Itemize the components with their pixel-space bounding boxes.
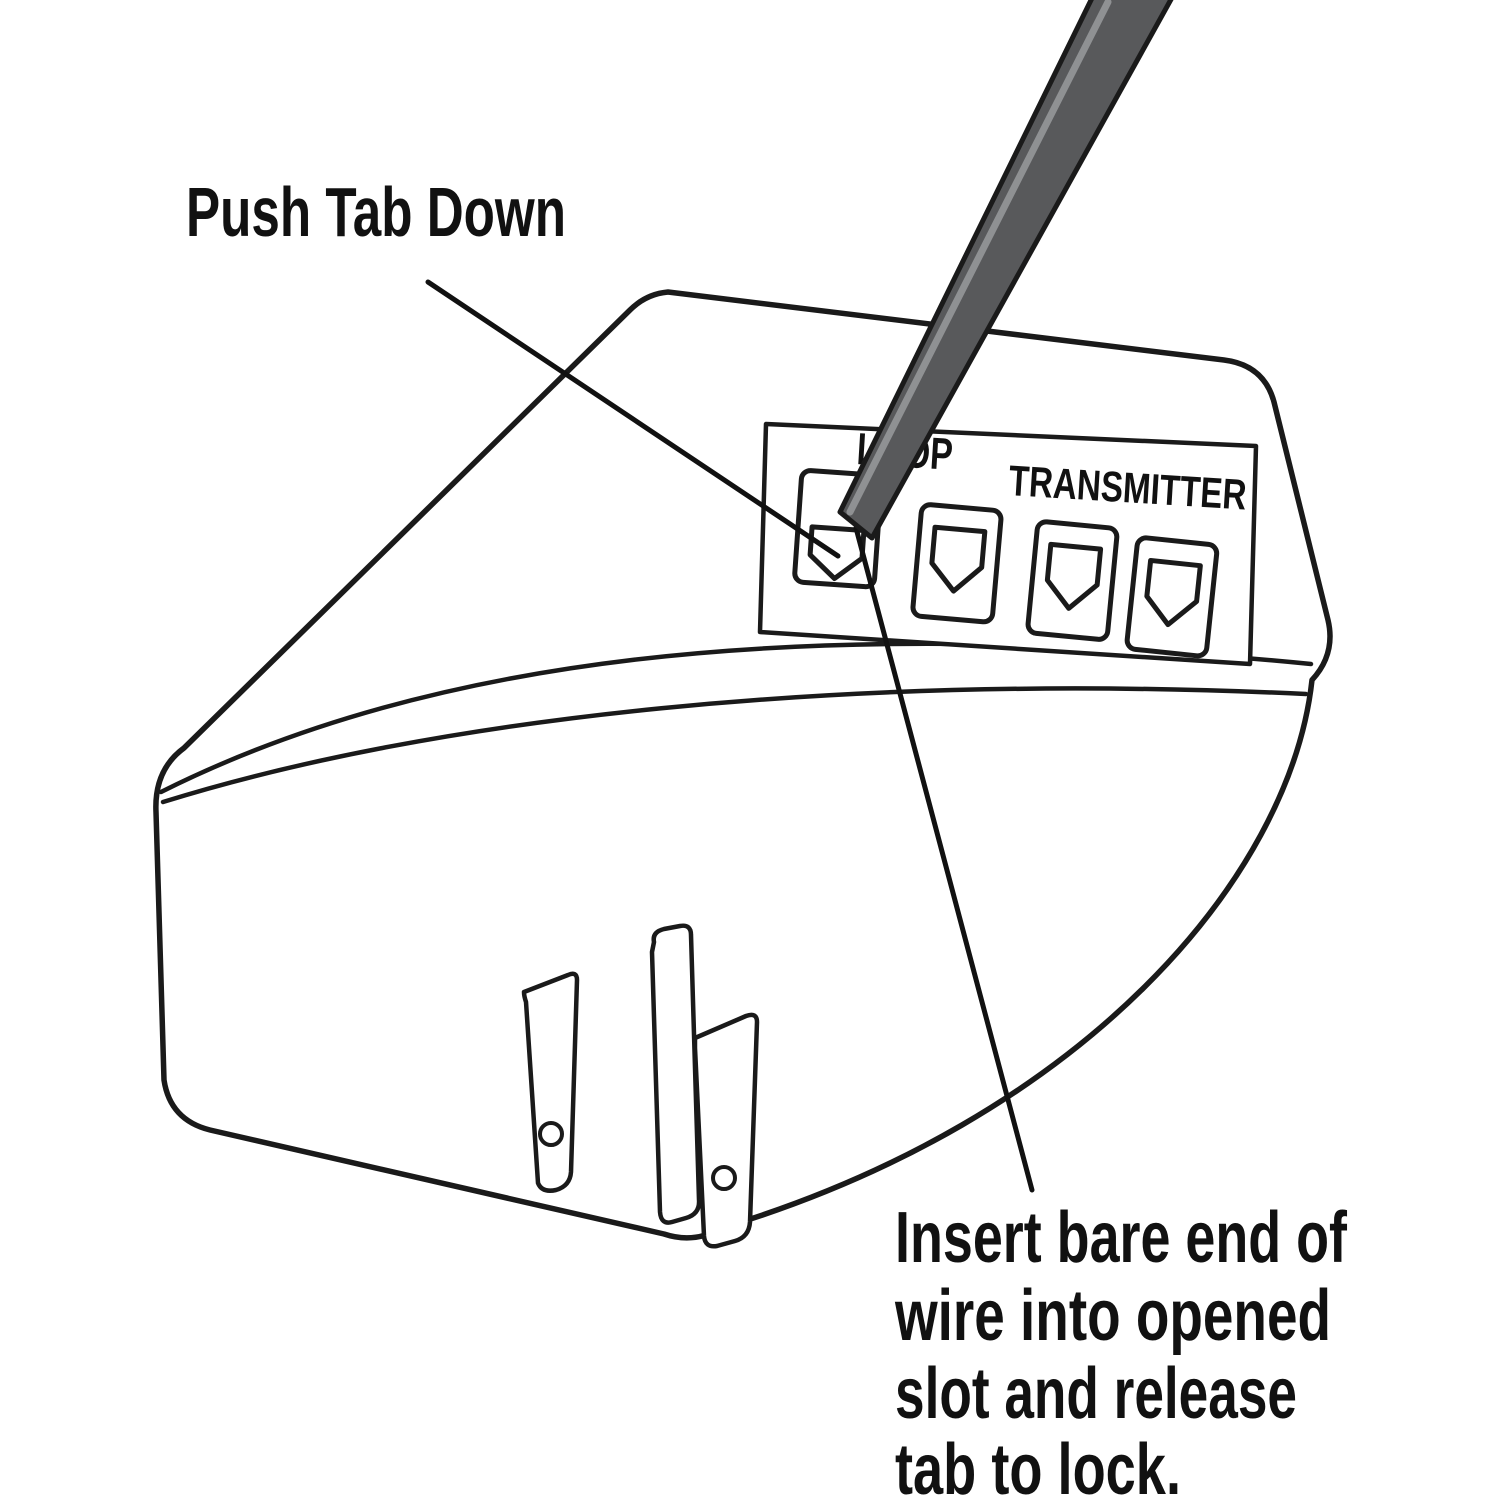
plug-blade-right-edge	[649, 923, 702, 1225]
terminal-slot-4	[1124, 535, 1220, 659]
plug-blade-right-hole	[711, 1165, 737, 1191]
instruction-line-3: slot and release	[895, 1354, 1297, 1434]
screwdriver-shaft	[837, 0, 1174, 541]
insert-wire-instruction: Insert bare end of wire into opened slot…	[894, 1198, 1348, 1500]
terminal-slot-tab	[1144, 557, 1203, 628]
push-tab-label: Push Tab Down	[186, 173, 566, 251]
terminal-slot-tab	[1044, 541, 1104, 611]
terminal-slot-tab	[929, 524, 988, 594]
insert-wire-leader-line	[853, 525, 1035, 1193]
terminal-slot-2	[910, 502, 1004, 625]
device-edge-curve-bottom	[160, 686, 1309, 805]
instruction-line-1: Insert bare end of	[895, 1198, 1348, 1278]
plug-blades	[521, 923, 760, 1249]
plug-blade-left-hole	[538, 1121, 564, 1147]
push-tab-leader-line	[425, 279, 841, 559]
terminal-panel: LOOP TRANSMITTER	[757, 421, 1259, 667]
transmitter-device: LOOP TRANSMITTER	[153, 289, 1333, 1249]
instruction-line-2: wire into opened	[894, 1276, 1331, 1356]
terminal-slot-3	[1025, 519, 1120, 642]
plug-blade-right-face	[692, 1012, 760, 1249]
screwdriver-highlight	[846, 0, 1112, 516]
instruction-line-4: tab to lock.	[895, 1430, 1181, 1500]
screwdriver	[837, 0, 1174, 541]
